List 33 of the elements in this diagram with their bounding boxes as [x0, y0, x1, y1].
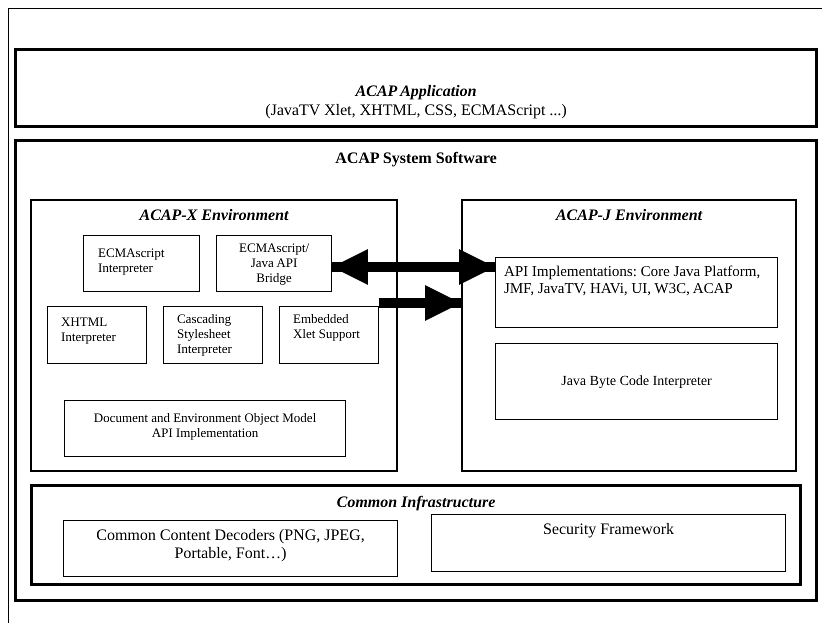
section-title: ACAP Application: [354, 83, 478, 102]
arrow: [379, 285, 461, 321]
layer-panel: [14, 139, 818, 602]
component-box: [431, 514, 786, 572]
component-label: XHTML Interpreter: [60, 315, 117, 345]
component-box: [63, 520, 398, 577]
component-box: [495, 257, 778, 328]
component-label: ECMAscript/ Java API Bridge: [238, 241, 310, 286]
component-label: Common Content Decoders (PNG, JPEG, Portable, Font…): [95, 527, 366, 564]
component-label: Cascading Stylesheet Interpreter: [176, 312, 233, 357]
section-title: Common Infrastructure: [336, 494, 496, 512]
section-title: ACAP System Software: [334, 150, 498, 168]
component-label: Document and Environment Object Model API Implementation: [92, 411, 318, 441]
environment-panel: [30, 199, 398, 472]
arrow: [332, 249, 495, 285]
component-label: Java Byte Code Interpreter: [560, 374, 713, 390]
component-box: [64, 400, 346, 457]
component-label: Embedded Xlet Support: [292, 312, 361, 342]
section-title: ACAP-J Environment: [554, 207, 704, 226]
layer-panel: [14, 48, 818, 128]
component-box: [279, 306, 379, 364]
component-box: [47, 306, 147, 364]
component-label: API Implementations: Core Java Platform, JMF, JavaTV, HAVi, UI, W3C, ACAP: [503, 264, 762, 298]
section-title: ACAP-X Environment: [138, 207, 290, 226]
section-subtitle: (JavaTV Xlet, XHTML, CSS, ECMAScript ...): [264, 102, 568, 120]
component-label: Security Framework: [542, 521, 676, 540]
component-label: ECMAscript Interpreter: [97, 246, 166, 276]
environment-panel: [30, 484, 802, 586]
environment-panel: [461, 199, 797, 472]
component-box: [163, 306, 263, 364]
component-box: [216, 235, 332, 292]
component-box: [83, 235, 200, 292]
component-box: [495, 343, 778, 420]
